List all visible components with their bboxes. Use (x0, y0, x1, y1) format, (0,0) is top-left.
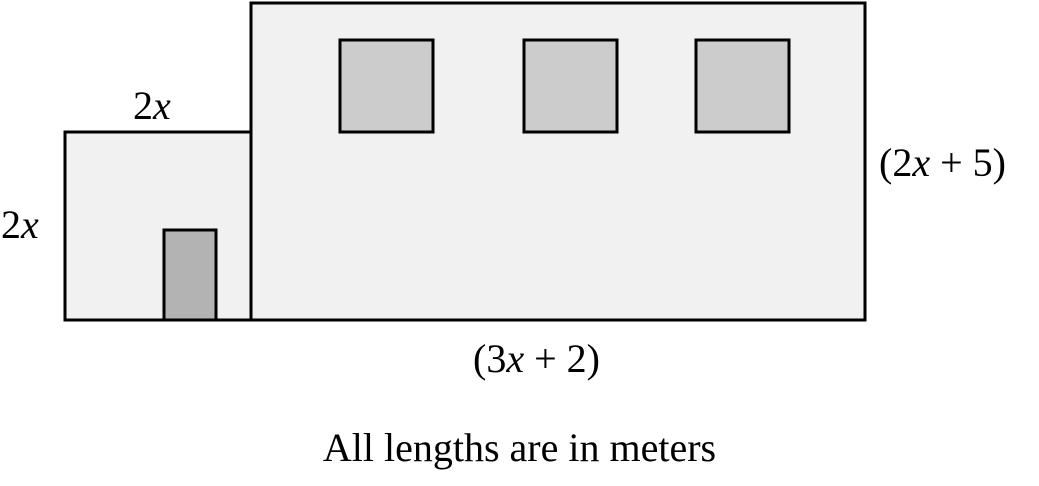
units-caption: All lengths are in meters (322, 425, 717, 470)
window-3 (694, 38, 791, 134)
small-top-width-label: 2x (133, 83, 171, 128)
large-bottom-width-label: (3x + 2) (473, 336, 600, 381)
large-right-height-label: (2x + 5) (879, 140, 1006, 185)
window-1 (338, 38, 435, 134)
small-rectangle (63, 130, 253, 322)
door (162, 228, 218, 322)
window-2 (522, 38, 619, 134)
small-left-height-label: 2x (1, 202, 39, 247)
